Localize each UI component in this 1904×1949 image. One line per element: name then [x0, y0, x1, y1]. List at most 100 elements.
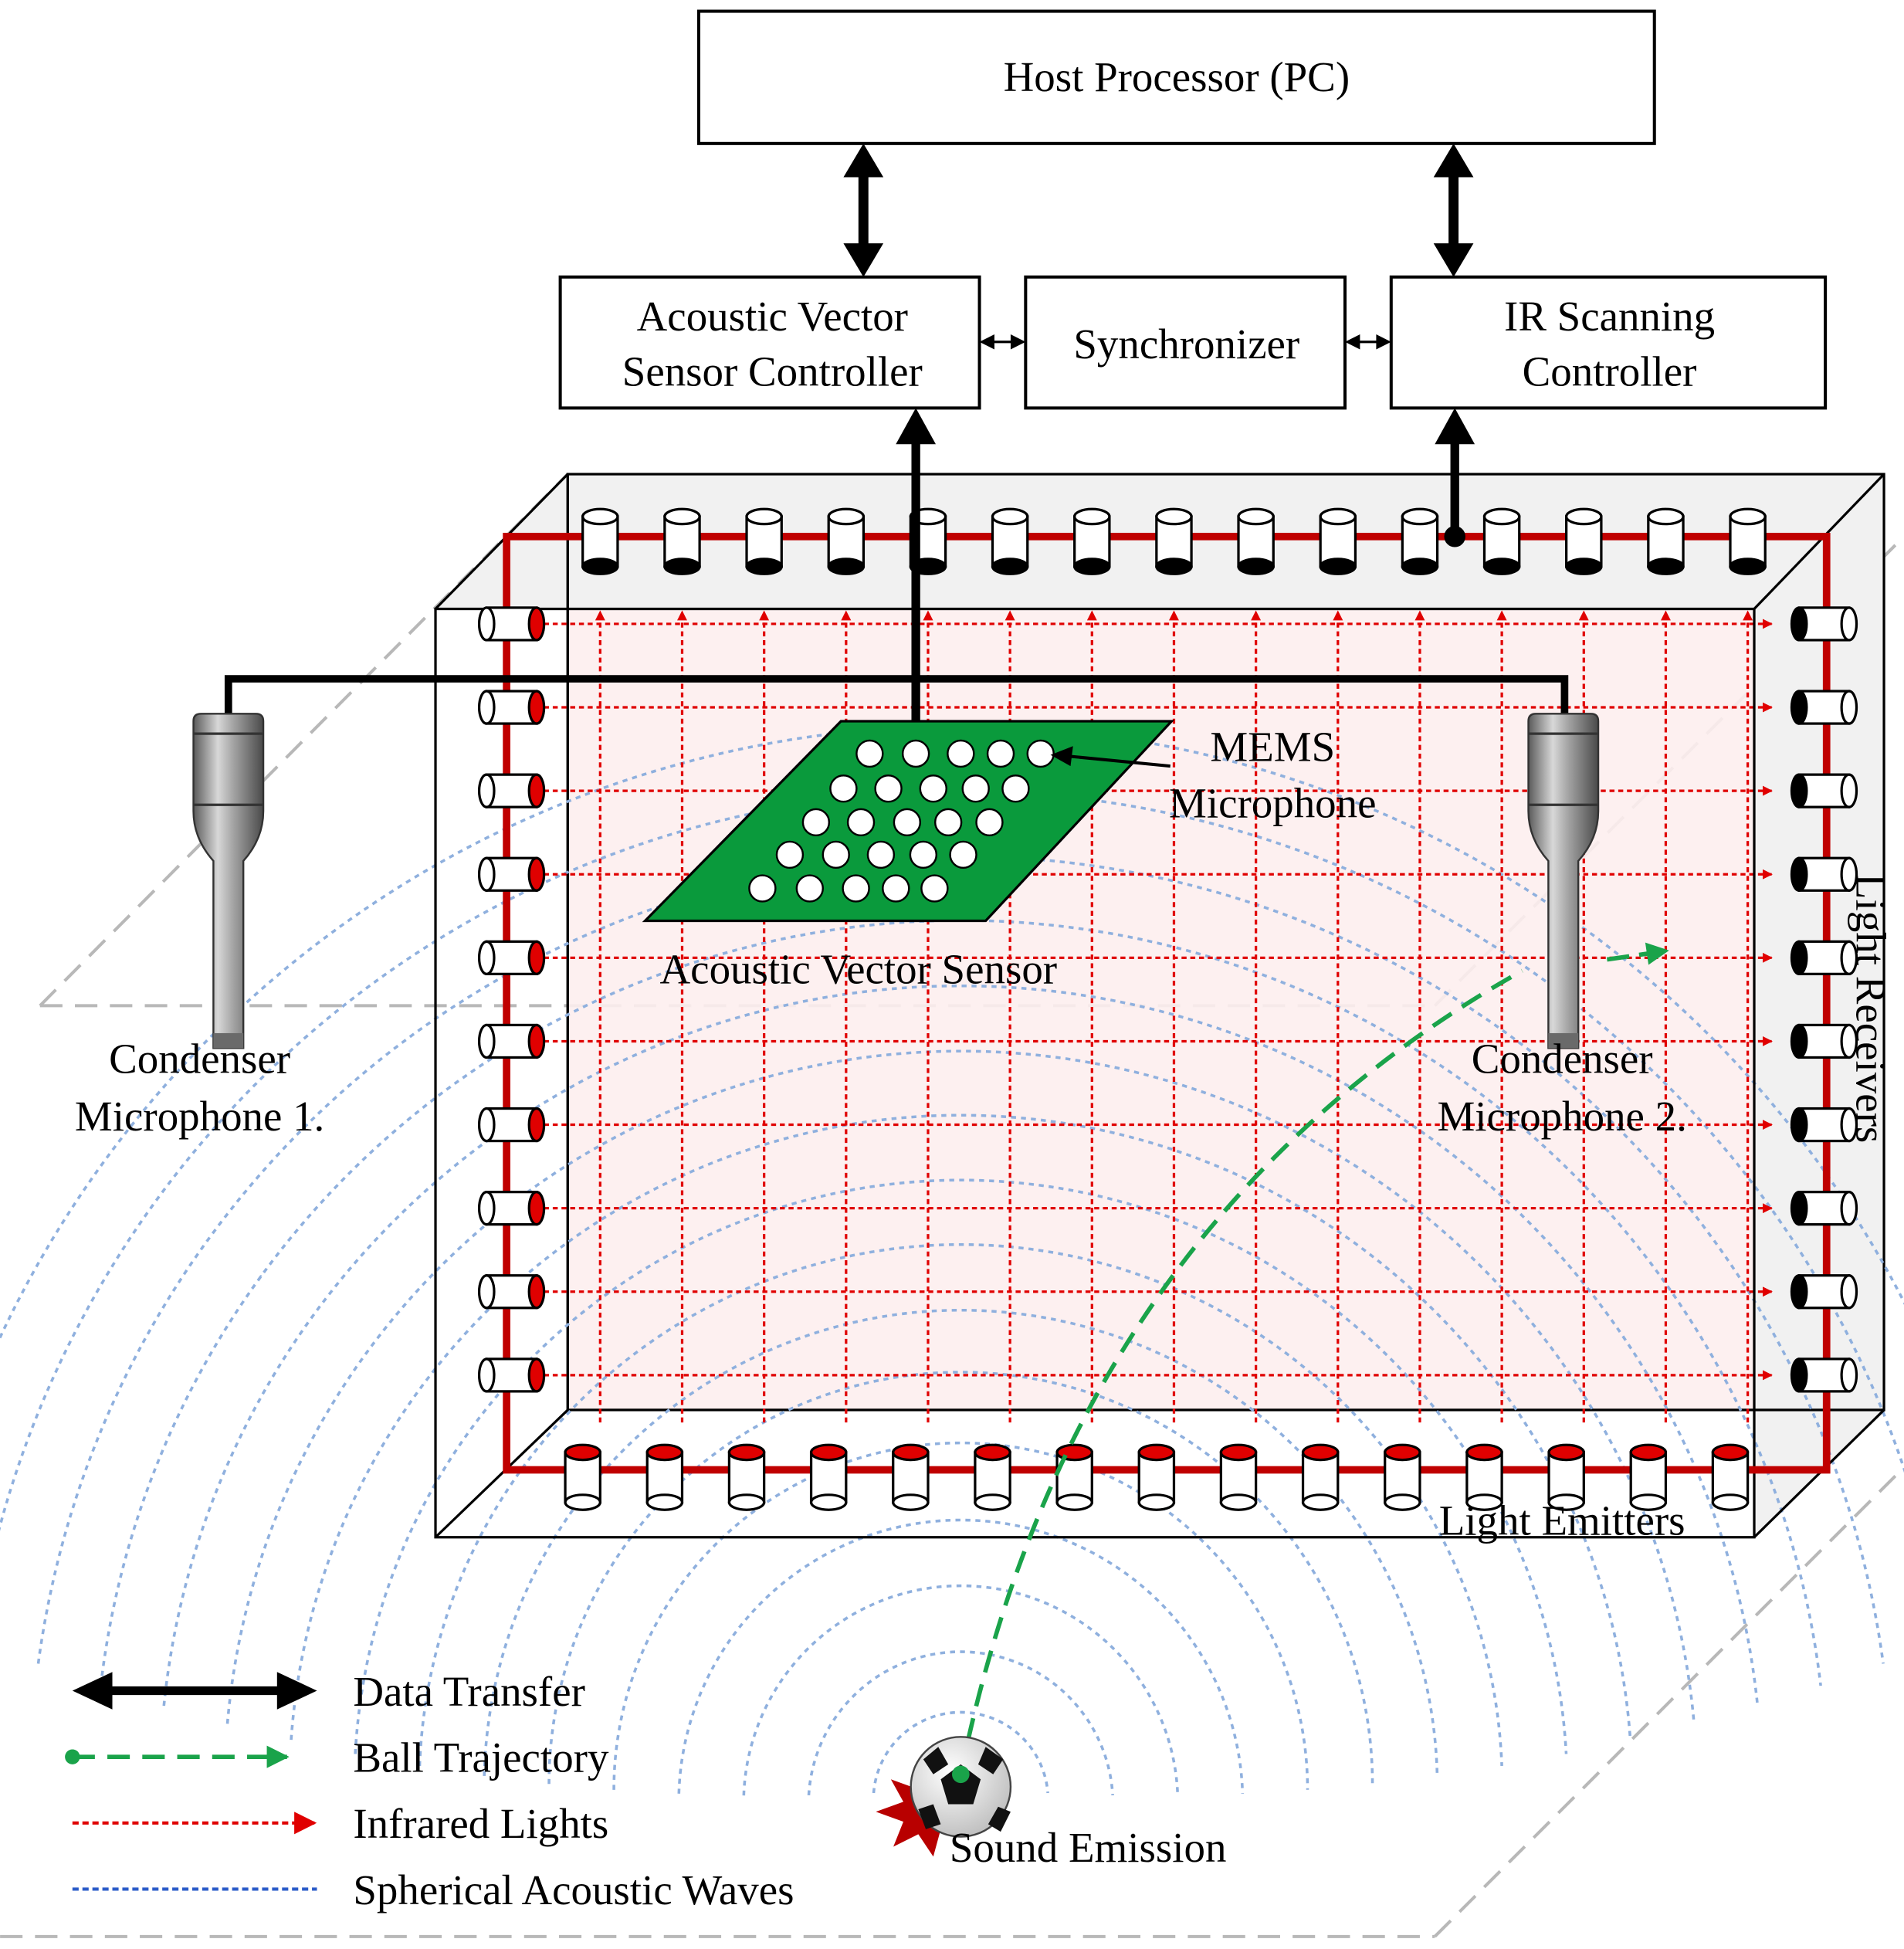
mic2-label-line1: Condenser — [1472, 1036, 1653, 1083]
sound-emission-label: Sound Emission — [950, 1824, 1227, 1871]
synchronizer-label: Synchronizer — [1073, 320, 1299, 368]
bottom-light-emitters — [564, 1443, 1750, 1511]
acoustic-wave-arc — [742, 1584, 1180, 1796]
acoustic-wave-arc — [290, 1113, 1632, 1741]
mems-microphone — [920, 874, 949, 903]
light-receiver — [1482, 507, 1521, 575]
mems-label-line2: Microphone — [1169, 779, 1376, 826]
acoustic-wave-arc — [354, 1178, 1568, 1754]
mems-microphone — [842, 874, 870, 903]
mems-label-line1: MEMS — [1210, 724, 1335, 771]
light-receiver — [1790, 940, 1858, 975]
mems-microphone — [829, 775, 858, 803]
infrared-light-grid — [544, 610, 1773, 1423]
light-receiver — [1319, 507, 1357, 575]
mems-microphone — [874, 775, 903, 803]
acoustic-wave-arc — [677, 1518, 1245, 1794]
light-receiver — [1790, 773, 1858, 808]
mems-microphone — [775, 840, 805, 869]
legend: Data Transfer Ball Trajectory Infrared L… — [65, 1668, 794, 1913]
light-emitter — [477, 940, 546, 975]
mems-pointer-arrow — [1050, 746, 1171, 768]
light-emitter — [974, 1443, 1011, 1511]
light-emitter — [1219, 1443, 1258, 1511]
mems-microphone — [947, 739, 975, 768]
legend-data-transfer: Data Transfer — [72, 1668, 585, 1715]
light-receiver — [1790, 856, 1858, 892]
light-receivers-label: Light Receivers — [1848, 873, 1895, 1143]
light-receiver — [1790, 1107, 1858, 1143]
light-emitter — [477, 606, 546, 642]
mems-microphone — [748, 874, 777, 903]
synchronizer-block: Synchronizer — [1024, 275, 1347, 410]
acoustic-vector-sensor-label: Acoustic Vector Sensor — [660, 945, 1058, 992]
light-emitter — [809, 1443, 848, 1511]
soccer-ball-icon — [910, 1736, 1012, 1838]
light-receiver — [581, 507, 619, 575]
mems-microphone — [795, 874, 824, 903]
mic1-label-line1: Condenser — [109, 1036, 290, 1083]
acoustic-wave-arc — [872, 1710, 1049, 1794]
light-receiver — [1729, 507, 1767, 575]
light-emitter — [645, 1443, 684, 1511]
mems-microphone-array — [748, 739, 1055, 903]
ir-controller-label-line1: IR Scanning — [1504, 293, 1715, 340]
mems-microphone — [949, 840, 977, 869]
light-receiver — [991, 507, 1029, 575]
light-emitter — [477, 1023, 546, 1059]
mems-microphone — [822, 840, 850, 869]
mems-microphone — [882, 874, 910, 903]
light-emitter — [564, 1443, 601, 1511]
light-receiver — [1237, 507, 1275, 575]
microphone-body — [1527, 713, 1600, 1049]
mems-microphone — [975, 808, 1004, 837]
light-emitter — [1055, 1443, 1093, 1511]
light-receiver — [1790, 690, 1858, 725]
light-receiver — [1565, 507, 1603, 575]
light-emitter — [892, 1443, 930, 1511]
mems-microphone — [855, 739, 884, 768]
mems-microphone — [933, 808, 963, 837]
light-emitter — [1629, 1443, 1668, 1511]
mems-microphone — [1026, 739, 1055, 768]
light-emitter — [727, 1443, 766, 1511]
light-emitter — [1465, 1443, 1503, 1511]
acoustic-wave-arc — [547, 1371, 1374, 1785]
legend-infrared-lights: Infrared Lights — [72, 1800, 608, 1847]
condenser-microphone-1-icon — [192, 713, 265, 1049]
mems-microphone — [801, 808, 831, 837]
legend-spherical-waves: Spherical Acoustic Waves — [72, 1866, 794, 1913]
light-emitter — [477, 773, 546, 808]
top-light-receivers — [581, 507, 1767, 575]
acoustic-wave-arc — [225, 1049, 1696, 1724]
light-emitter — [477, 690, 546, 725]
right-light-receivers — [1790, 606, 1858, 1393]
mems-microphone — [986, 739, 1015, 768]
mic2-label-line2: Microphone 2. — [1437, 1093, 1686, 1140]
host-processor-block: Host Processor (PC) — [696, 9, 1656, 145]
host-processor-label: Host Processor (PC) — [1004, 53, 1350, 100]
light-emitter — [1137, 1443, 1176, 1511]
mems-microphone — [846, 808, 876, 837]
light-emitter — [477, 856, 546, 892]
avs-controller-label-line2: Sensor Controller — [622, 347, 923, 395]
legend-ball-trajectory-label: Ball Trajectory — [353, 1734, 609, 1781]
avs-controller-block: Acoustic Vector Sensor Controller — [558, 275, 981, 410]
acoustic-wave-arc — [483, 1309, 1439, 1776]
mic1-label-line2: Microphone 1. — [75, 1093, 324, 1140]
light-receiver — [745, 507, 783, 575]
mems-microphone — [893, 808, 922, 837]
light-emitters-label: Light Emitters — [1439, 1497, 1685, 1544]
light-emitter — [1301, 1443, 1340, 1511]
light-emitter — [1711, 1443, 1750, 1511]
ir-controller-label-line2: Controller — [1523, 347, 1697, 395]
mems-microphone — [901, 739, 930, 768]
avs-controller-label-line1: Acoustic Vector — [637, 293, 908, 340]
mems-microphone — [919, 775, 947, 803]
ball-trajectory — [958, 942, 1669, 1775]
mems-microphone — [1001, 775, 1030, 803]
light-emitter — [477, 1107, 546, 1143]
legend-data-transfer-label: Data Transfer — [353, 1668, 585, 1715]
light-receiver — [663, 507, 701, 575]
